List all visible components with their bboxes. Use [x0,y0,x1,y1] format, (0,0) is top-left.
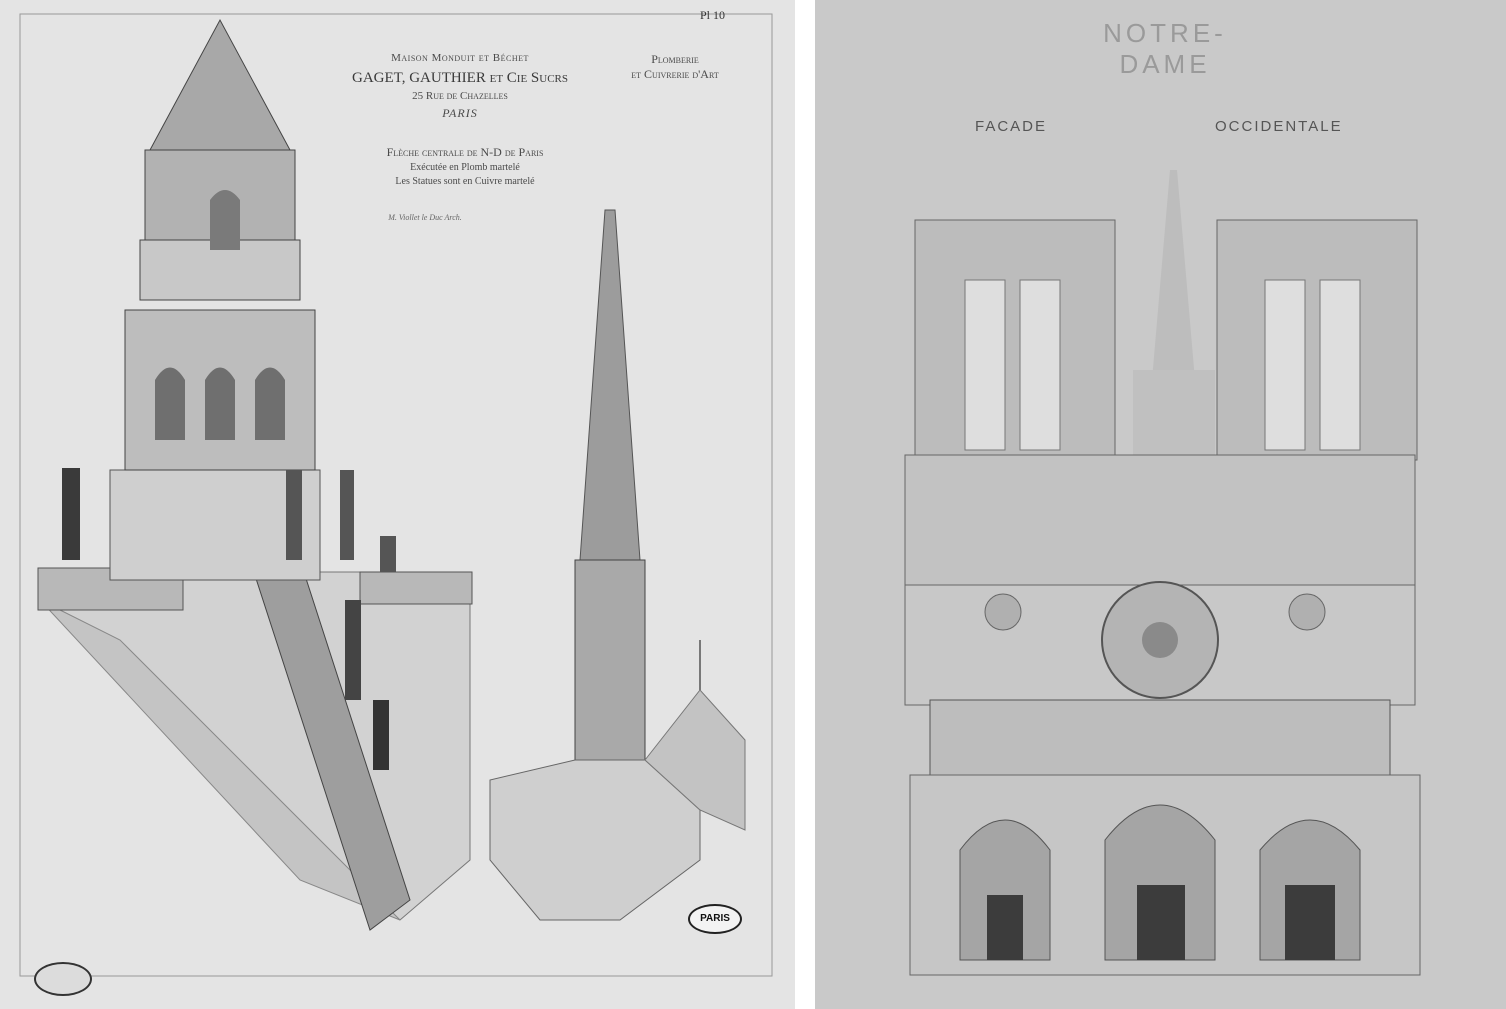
roof-slope [39,571,471,921]
facade-subtitle-right: OCCIDENTALE [1215,118,1343,135]
spire-drawing [19,13,773,977]
trade-line-2: et Cuivrerie d'Art [631,67,719,81]
library-stamp: PARIS [688,904,742,934]
trade-line-1: Plomberie [651,52,699,66]
portal-door [1285,885,1335,960]
roof-shadow [39,599,401,921]
facade-title: NOTRE-DAME [1103,18,1227,79]
small-roof-gable [644,689,746,831]
portal-center [1104,804,1216,961]
background-spire [1152,170,1195,380]
facade-drawing [904,170,1421,976]
maker-line-3: 25 Rue de Chazelles [412,90,508,102]
statue [345,600,361,700]
statue [380,536,396,572]
spire-arch [205,367,235,440]
spire-plate: Pl 10 Maison Monduit et Béchet GAGET, GA… [0,0,795,1009]
portal-door [1137,885,1185,960]
maker-line-2: GAGET, GAUTHIER et Cie Sucrs [351,70,569,86]
description-line-1: Flèche centrale de N-D de Paris [386,145,544,159]
statue [286,470,302,560]
plate-frame [19,13,773,977]
facade-subtitle-left: FACADE [975,118,1048,135]
small-spire-tower [574,559,646,761]
portal-left [959,819,1051,961]
background-spire-base [1133,370,1215,460]
statue [340,470,354,560]
spire-arch [210,190,240,250]
maker-line-4: PARIS [442,106,478,120]
architect-signature: M. Viollet le Duc Arch. [388,213,462,222]
tower-bay [1264,279,1306,451]
north-tower [914,219,1116,461]
statue [373,700,389,770]
plate-number: Pl 10 [700,8,726,22]
portal-door [987,895,1023,960]
collection-stamp [34,962,92,996]
small-spire-needle [579,209,641,561]
spire-arch [155,367,185,440]
tower-bay [1019,279,1061,451]
description-line-3: Les Statues sont en Cuivre martelé [395,176,535,187]
tower-bay [964,279,1006,451]
rose-window-center [1142,622,1178,658]
spire-pinnacles [149,18,291,151]
gallery-of-kings [929,699,1391,776]
tower-bay [1319,279,1361,451]
description-line-2: Exécutée en Plomb martelé [410,162,520,173]
tower-rose [984,593,1022,631]
maker-line-1: Maison Monduit et Béchet [391,52,529,64]
spire-arch [255,367,285,440]
small-roof [489,759,701,921]
facade-plate [815,0,1506,1009]
statue [62,468,80,560]
tower-rose [1288,593,1326,631]
south-tower [1216,219,1418,461]
grand-gallery [904,454,1416,586]
spire-base [109,469,321,581]
roof-cresting-right [359,571,473,605]
